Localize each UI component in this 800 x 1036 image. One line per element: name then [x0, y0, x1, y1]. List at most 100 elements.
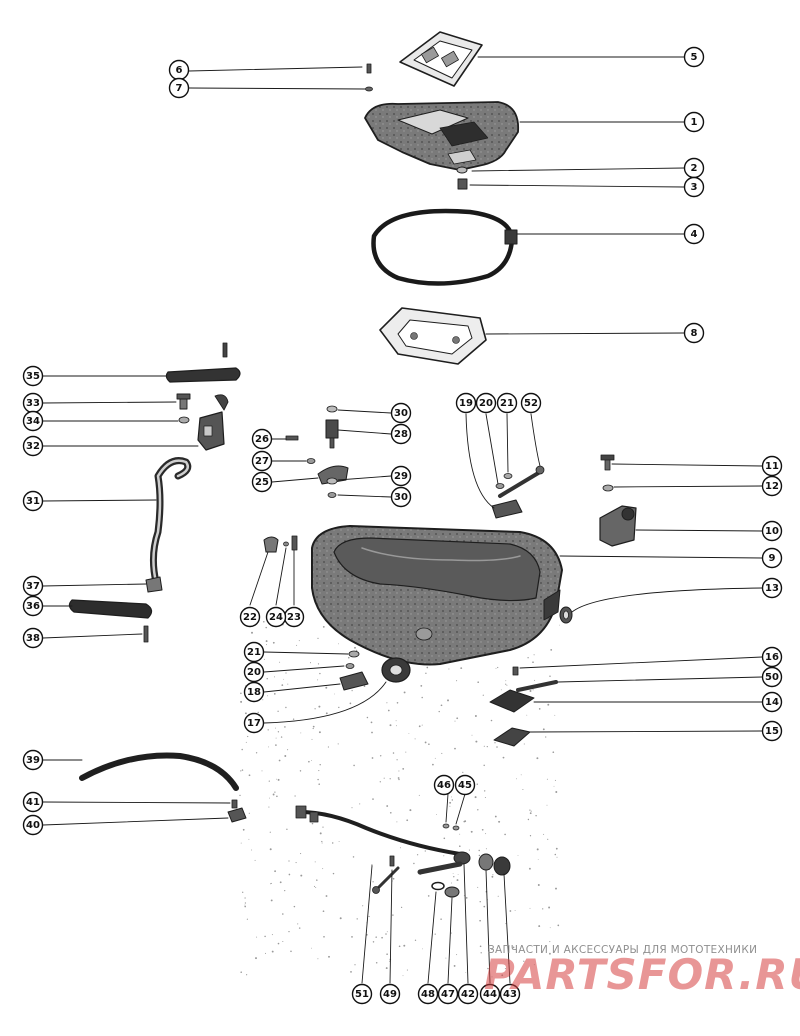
part-seal-ring [371, 208, 518, 286]
callout-circle [683, 322, 705, 344]
part-lower-cowl [311, 525, 563, 666]
callout-42: 42 [457, 983, 479, 1005]
callout-number: 21 [247, 647, 261, 658]
callout-circle [390, 402, 412, 424]
callout-circle [433, 774, 455, 796]
callout-number: 32 [26, 441, 40, 452]
callout-27: 27 [251, 450, 273, 472]
callout-number: 47 [441, 989, 455, 1000]
callout-30a: 30 [390, 402, 412, 424]
callout-number: 4 [691, 229, 698, 240]
part-screw-and-washer [365, 63, 373, 92]
callout-circle [243, 641, 265, 663]
callout-circle [243, 681, 265, 703]
part-wiring-harness [295, 805, 511, 898]
callout-18: 18 [243, 681, 265, 703]
callout-28: 28 [390, 423, 412, 445]
callout-number: 21 [500, 398, 514, 409]
callout-circle [379, 983, 401, 1005]
callout-number: 5 [691, 52, 698, 63]
callout-number: 46 [437, 780, 451, 791]
callout-40: 40 [22, 814, 44, 836]
callout-circle [761, 666, 783, 688]
callout-35: 35 [22, 365, 44, 387]
callout-number: 24 [269, 612, 283, 623]
callout-10: 10 [761, 520, 783, 542]
callout-circle [22, 627, 44, 649]
callout-number: 20 [479, 398, 493, 409]
part-bolt-washer-bracket [176, 393, 229, 451]
callout-circle [457, 983, 479, 1005]
part-grommet [559, 606, 573, 624]
part-control-rod [149, 457, 192, 586]
callout-number: 51 [355, 989, 369, 1000]
callout-circle [761, 720, 783, 742]
callout-number: 48 [421, 989, 435, 1000]
callout-52: 52 [520, 392, 542, 414]
part-fuel-clip [227, 799, 247, 823]
callout-48: 48 [417, 983, 439, 1005]
callout-number: 23 [287, 612, 301, 623]
callout-circle [251, 471, 273, 493]
part-mount-group [285, 405, 349, 498]
callout-number: 20 [247, 667, 261, 678]
callout-circle [22, 791, 44, 813]
callout-37: 37 [22, 575, 44, 597]
callout-number: 50 [765, 672, 779, 683]
callout-17: 17 [243, 712, 265, 734]
part-latch-group [489, 666, 558, 747]
callout-6: 6 [168, 59, 190, 81]
callout-2: 2 [683, 157, 705, 179]
callout-50: 50 [761, 666, 783, 688]
callout-29: 29 [390, 465, 412, 487]
part-fuel-line [79, 752, 239, 791]
callout-24: 24 [265, 606, 287, 628]
callout-circle [499, 983, 521, 1005]
part-small-fasteners [263, 535, 298, 553]
callout-4: 4 [683, 223, 705, 245]
callout-circle [683, 111, 705, 133]
callout-20b: 20 [243, 661, 265, 683]
callout-3: 3 [683, 176, 705, 198]
callout-36: 36 [22, 595, 44, 617]
callout-number: 10 [765, 526, 779, 537]
callout-circle [417, 983, 439, 1005]
part-upper-lever [165, 342, 241, 383]
callout-circle [22, 749, 44, 771]
callout-13: 13 [761, 577, 783, 599]
callout-25: 25 [251, 471, 273, 493]
callout-number: 19 [459, 398, 473, 409]
callout-number: 12 [765, 481, 779, 492]
callout-number: 29 [394, 471, 408, 482]
callout-19: 19 [455, 392, 477, 414]
callout-number: 9 [769, 553, 776, 564]
callout-number: 49 [383, 989, 397, 1000]
callout-38: 38 [22, 627, 44, 649]
callout-circle [22, 575, 44, 597]
callout-circle [251, 428, 273, 450]
callout-circle [496, 392, 518, 414]
callout-number: 1 [691, 117, 698, 128]
callout-circle [761, 646, 783, 668]
callout-number: 28 [394, 429, 408, 440]
part-bracket-group-upper [491, 465, 545, 519]
callout-circle [22, 490, 44, 512]
callout-circle [761, 547, 783, 569]
callout-22: 22 [239, 606, 261, 628]
callout-number: 35 [26, 371, 40, 382]
callout-circle [454, 774, 476, 796]
callout-circle [390, 423, 412, 445]
callout-15: 15 [761, 720, 783, 742]
callout-number: 8 [691, 328, 698, 339]
callout-43: 43 [499, 983, 521, 1005]
callout-circle [761, 475, 783, 497]
callout-circle [479, 983, 501, 1005]
callout-number: 45 [458, 780, 472, 791]
callout-number: 6 [176, 65, 183, 76]
callout-9: 9 [761, 547, 783, 569]
callout-circle [22, 814, 44, 836]
watermark-tagline: ЗАПЧАСТИ И АКСЕССУАРЫ ДЛЯ МОТОТЕХНИКИ [488, 944, 758, 956]
callout-32: 32 [22, 435, 44, 457]
